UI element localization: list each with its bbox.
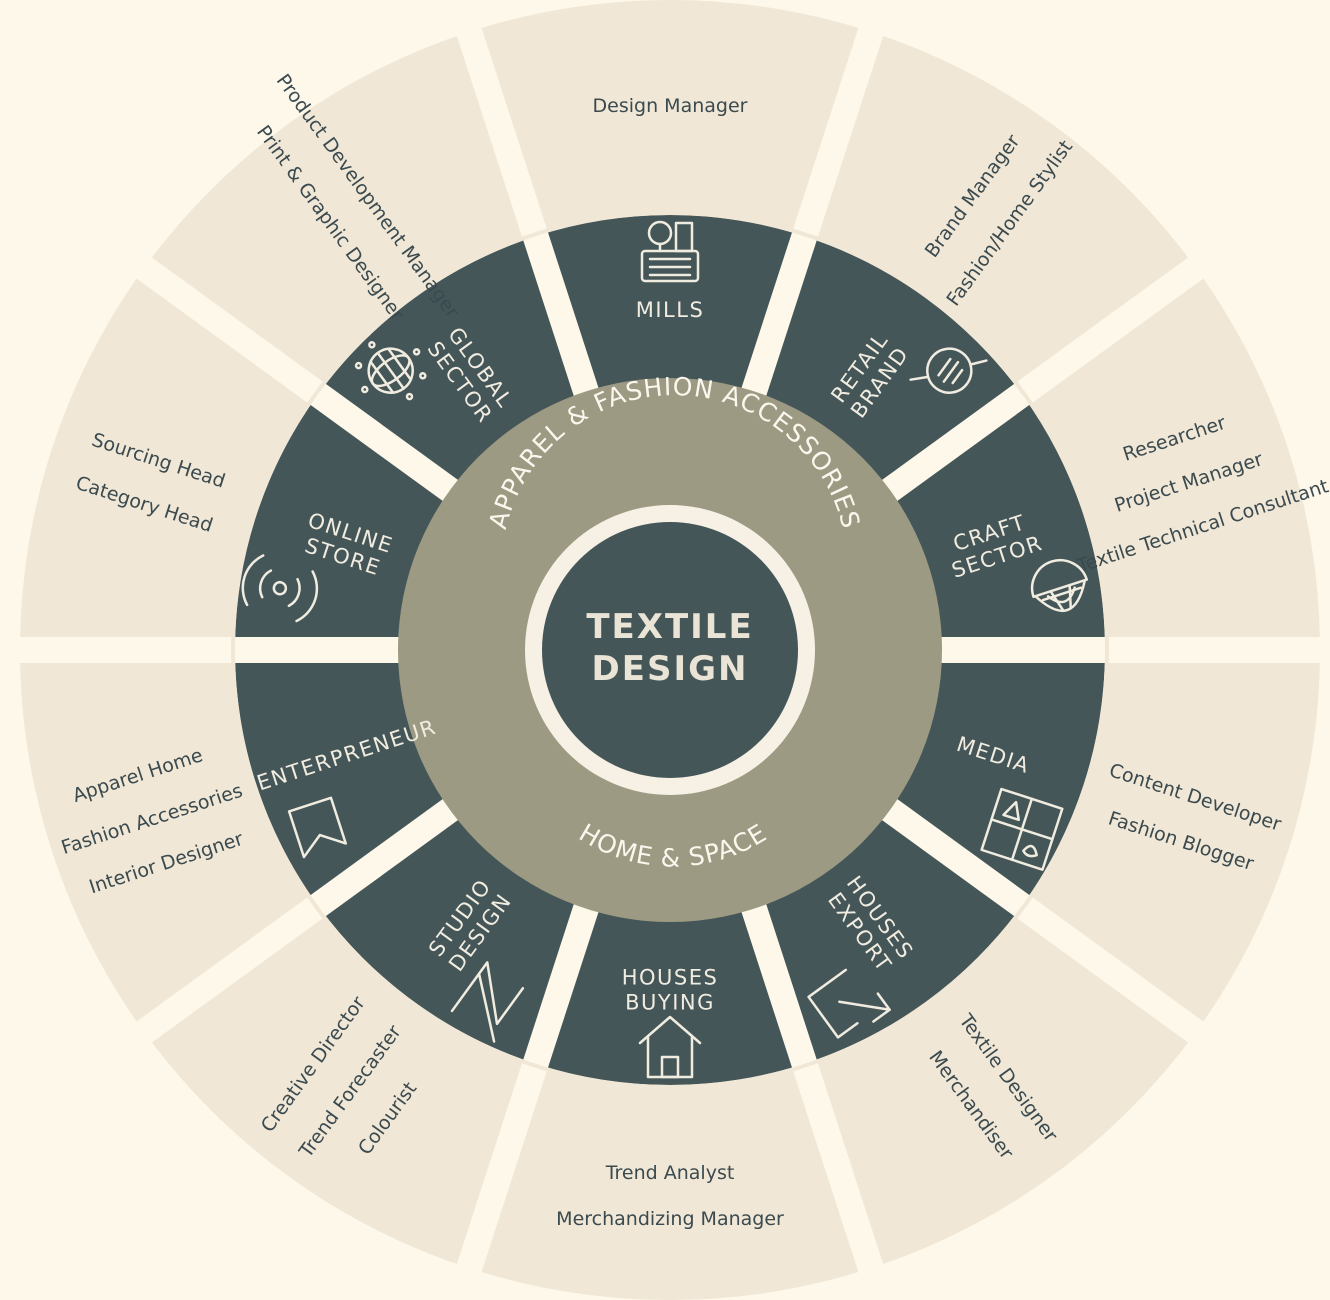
role-label: Design Manager [593, 95, 748, 117]
center-title-line2: DESIGN [592, 649, 749, 689]
center-circle [542, 522, 798, 778]
globe-icon [354, 341, 427, 401]
bookmark-icon [287, 796, 348, 859]
sector-label-line: MILLS [636, 298, 705, 322]
basket-icon [1030, 558, 1089, 613]
role-label: Trend Analyst [605, 1162, 735, 1184]
sector-label-line: HOUSES [622, 966, 719, 990]
tag-icon [909, 347, 988, 394]
roles-mills: Design Manager [593, 95, 748, 117]
role-label: Merchandizing Manager [556, 1208, 784, 1230]
sector-label-mills: MILLS [636, 298, 705, 322]
center-title-line1: TEXTILE [586, 607, 753, 647]
ring-edge [231, 211, 1109, 1089]
zigzag-icon [450, 961, 525, 1043]
sector-label-line: BUYING [625, 991, 715, 1015]
signal-icon [241, 554, 319, 623]
export-icon [807, 968, 891, 1039]
loom-icon [640, 220, 700, 283]
house-icon [638, 1015, 702, 1079]
media-grid-icon [980, 787, 1064, 871]
